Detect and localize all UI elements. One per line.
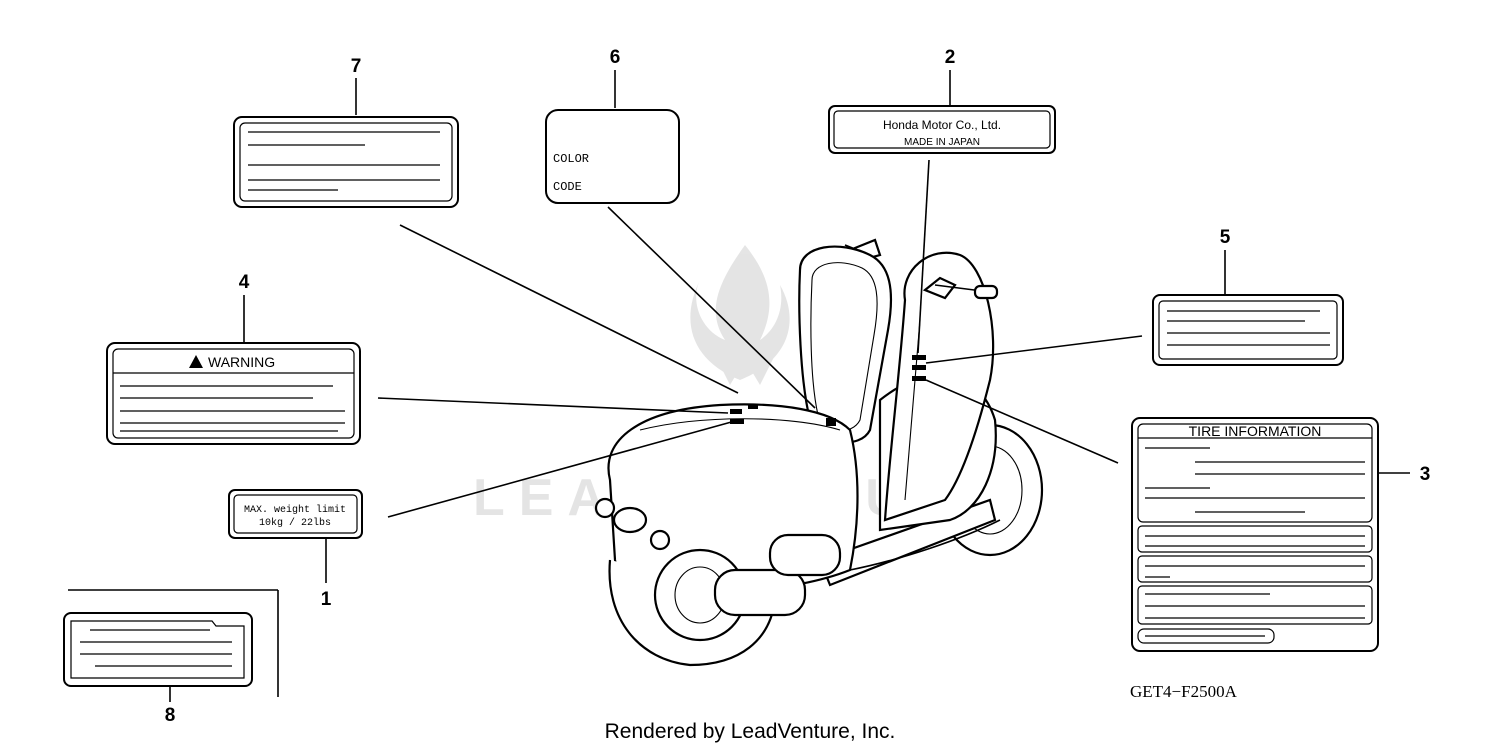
callout-numbers: 7 6 2 4 5 3 1 8	[165, 47, 1431, 726]
label-1: MAX. weight limit 10kg / 22lbs	[228, 489, 363, 539]
warning-icon	[189, 355, 203, 368]
label6-color: COLOR	[553, 152, 589, 166]
label-4: WARNING	[106, 342, 361, 445]
label-6: COLOR CODE	[545, 109, 680, 204]
callout-4: 4	[239, 272, 250, 293]
leader-lines	[377, 159, 1410, 518]
callout-8: 8	[165, 705, 176, 726]
callout-1: 1	[321, 589, 332, 610]
callout-2: 2	[945, 47, 956, 68]
label2-line1: Honda Motor Co., Ltd.	[883, 118, 1001, 132]
diagram-code: GET4−F2500A	[1130, 682, 1238, 701]
scooter-drawing	[594, 238, 1044, 667]
label-5	[1152, 294, 1344, 366]
label2-line2: MADE IN JAPAN	[904, 137, 980, 148]
label-3: TIRE INFORMATION	[1131, 417, 1379, 652]
label1-line2: 10kg / 22lbs	[259, 517, 331, 529]
label6-code: CODE	[553, 180, 582, 194]
callout-7: 7	[351, 56, 362, 77]
label-8	[63, 589, 279, 697]
label3-title: TIRE INFORMATION	[1189, 423, 1322, 439]
label-7	[233, 116, 459, 208]
callout-3: 3	[1420, 464, 1431, 485]
callout-5: 5	[1220, 227, 1231, 248]
label4-title: WARNING	[208, 354, 275, 370]
footer-credit: Rendered by LeadVenture, Inc.	[605, 720, 896, 743]
label-2: Honda Motor Co., Ltd. MADE IN JAPAN	[828, 105, 1056, 154]
label1-line1: MAX. weight limit	[244, 504, 346, 516]
callout-6: 6	[610, 47, 621, 68]
